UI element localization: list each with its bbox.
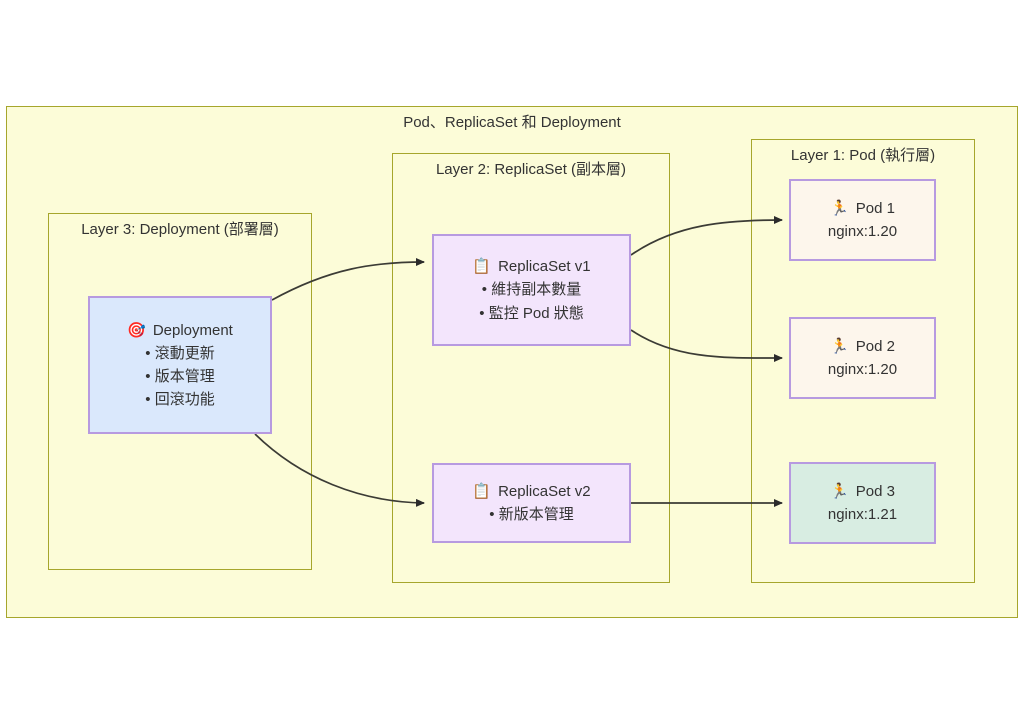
node-replicaset-v2[interactable]: 📋 ReplicaSet v2 新版本管理 <box>432 463 631 543</box>
node-pod-3-header: 🏃 Pod 3 <box>830 480 895 503</box>
node-pod-3[interactable]: 🏃 Pod 3 nginx:1.21 <box>789 462 936 544</box>
clipboard-icon: 📋 <box>472 258 492 276</box>
node-replicaset-v1[interactable]: 📋 ReplicaSet v1 維持副本數量 監控 Pod 狀態 <box>432 234 631 346</box>
runner-icon: 🏃 <box>830 482 849 500</box>
node-pod-1-header: 🏃 Pod 1 <box>830 197 895 220</box>
node-pod-2-header: 🏃 Pod 2 <box>830 335 895 358</box>
node-replicaset-v2-header: 📋 ReplicaSet v2 <box>472 480 590 503</box>
list-item: 滾動更新 <box>145 342 215 365</box>
lane-deployment-title: Layer 3: Deployment (部署層) <box>81 221 279 238</box>
node-pod-3-label: Pod 3 <box>855 482 895 500</box>
node-pod-2-image: nginx:1.20 <box>827 361 898 378</box>
diagram-title: Pod、ReplicaSet 和 Deployment <box>403 114 621 131</box>
node-replicaset-v1-header: 📋 ReplicaSet v1 <box>472 255 590 278</box>
node-pod-1[interactable]: 🏃 Pod 1 nginx:1.20 <box>789 179 936 261</box>
node-replicaset-v2-bullets: 新版本管理 <box>489 503 574 526</box>
node-deployment[interactable]: 🎯 Deployment 滾動更新 版本管理 回滾功能 <box>88 296 272 434</box>
node-pod-2-label: Pod 2 <box>855 337 895 355</box>
node-pod-2[interactable]: 🏃 Pod 2 nginx:1.20 <box>789 317 936 399</box>
lane-pod-title: Layer 1: Pod (執行層) <box>790 147 936 164</box>
node-pod-3-image: nginx:1.21 <box>827 506 898 523</box>
list-item: 維持副本數量 <box>479 278 583 301</box>
runner-icon: 🏃 <box>830 199 849 217</box>
list-item: 回滾功能 <box>145 388 215 411</box>
node-pod-1-image: nginx:1.20 <box>827 223 898 240</box>
node-replicaset-v1-label: ReplicaSet v1 <box>498 258 591 276</box>
node-deployment-bullets: 滾動更新 版本管理 回滾功能 <box>145 342 215 412</box>
dart-target-icon: 🎯 <box>127 321 146 339</box>
list-item: 監控 Pod 狀態 <box>479 302 584 325</box>
runner-icon: 🏃 <box>830 337 849 355</box>
node-deployment-label: Deployment <box>152 321 233 339</box>
list-item: 新版本管理 <box>489 503 574 526</box>
node-replicaset-v1-bullets: 維持副本數量 監控 Pod 狀態 <box>479 278 584 325</box>
clipboard-icon: 📋 <box>472 482 492 500</box>
node-pod-1-label: Pod 1 <box>855 199 895 217</box>
node-deployment-header: 🎯 Deployment <box>127 319 233 342</box>
lane-replicaset-title: Layer 2: ReplicaSet (副本層) <box>435 161 627 178</box>
list-item: 版本管理 <box>145 365 215 388</box>
node-replicaset-v2-label: ReplicaSet v2 <box>498 482 591 500</box>
